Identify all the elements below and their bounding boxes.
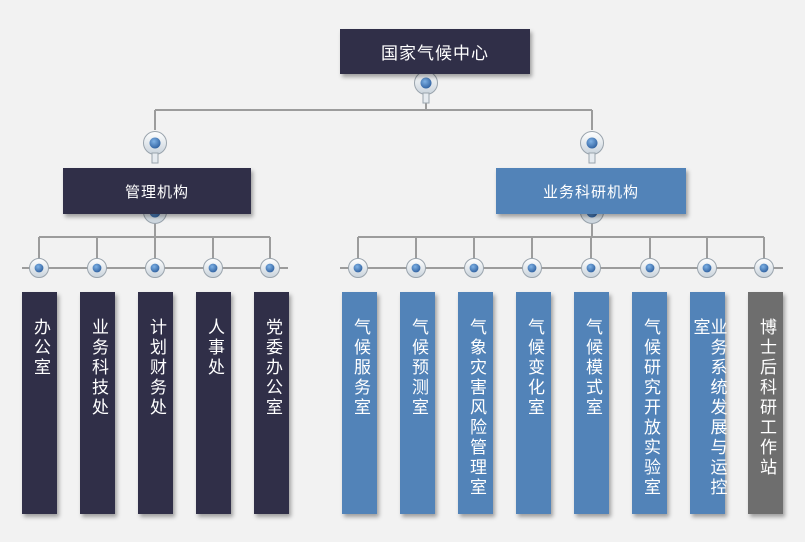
branch-node-management: 管理机构 [63,168,251,214]
unit-disaster-risk: 气象灾害风险管理室 [458,292,493,514]
unit-label: 气象灾害风险管理室 [466,318,486,498]
root-node-label: 国家气候中心 [381,44,489,64]
connector-stem [588,152,596,164]
root-node: 国家气候中心 [340,29,530,74]
connector-knob-dot [469,263,479,273]
connector-knob-dot [702,263,712,273]
connector-knob-dot [645,263,655,273]
unit-science-tech: 业务科技处 [80,292,115,514]
unit-party-office: 党委办公室 [254,292,289,514]
unit-label: 计划财务处 [146,318,166,418]
connector-knob-dot [149,137,161,149]
branch-node-research-label: 业务科研机构 [542,182,639,201]
unit-label: 业务系统发展与运控室 [689,318,727,498]
branch-node-research: 业务科研机构 [496,168,686,214]
connector-knob-dot [411,263,421,273]
unit-climate-service: 气候服务室 [342,292,377,514]
unit-climate-change: 气候变化室 [516,292,551,514]
unit-system-ops: 业务系统发展与运控室 [689,292,727,514]
unit-label: 党委办公室 [262,318,282,418]
unit-finance: 计划财务处 [138,292,173,514]
connector-knob-dot [586,137,598,149]
unit-label: 气候研究开放实验室 [640,318,660,498]
connector-knob-dot [34,263,44,273]
unit-label: 气候变化室 [524,318,544,418]
unit-label: 气候模式室 [582,318,602,418]
connector-knob-dot [759,263,769,273]
unit-office: 办公室 [22,292,57,514]
unit-label: 人事处 [204,318,224,378]
connector-knob-dot [92,263,102,273]
connector-knob-dot [353,263,363,273]
unit-climate-model: 气候模式室 [574,292,609,514]
unit-climate-prediction: 气候预测室 [400,292,435,514]
connector-knob-dot [208,263,218,273]
unit-open-lab: 气候研究开放实验室 [632,292,667,514]
unit-label: 气候预测室 [408,318,428,418]
connector-knob-dot [265,263,275,273]
connector-knob-dot [586,263,596,273]
connector-knob-dot [150,263,160,273]
unit-label: 气候服务室 [350,318,370,418]
unit-postdoc: 博士后科研工作站 [748,292,783,514]
unit-label: 办公室 [30,318,50,378]
connector-stem [151,152,159,164]
unit-label: 博士后科研工作站 [756,318,776,478]
connector-knob-dot [420,77,432,89]
connector-knob-dot [527,263,537,273]
connector-stem [422,92,430,104]
branch-node-management-label: 管理机构 [124,182,189,201]
unit-label: 业务科技处 [88,318,108,418]
unit-personnel: 人事处 [196,292,231,514]
